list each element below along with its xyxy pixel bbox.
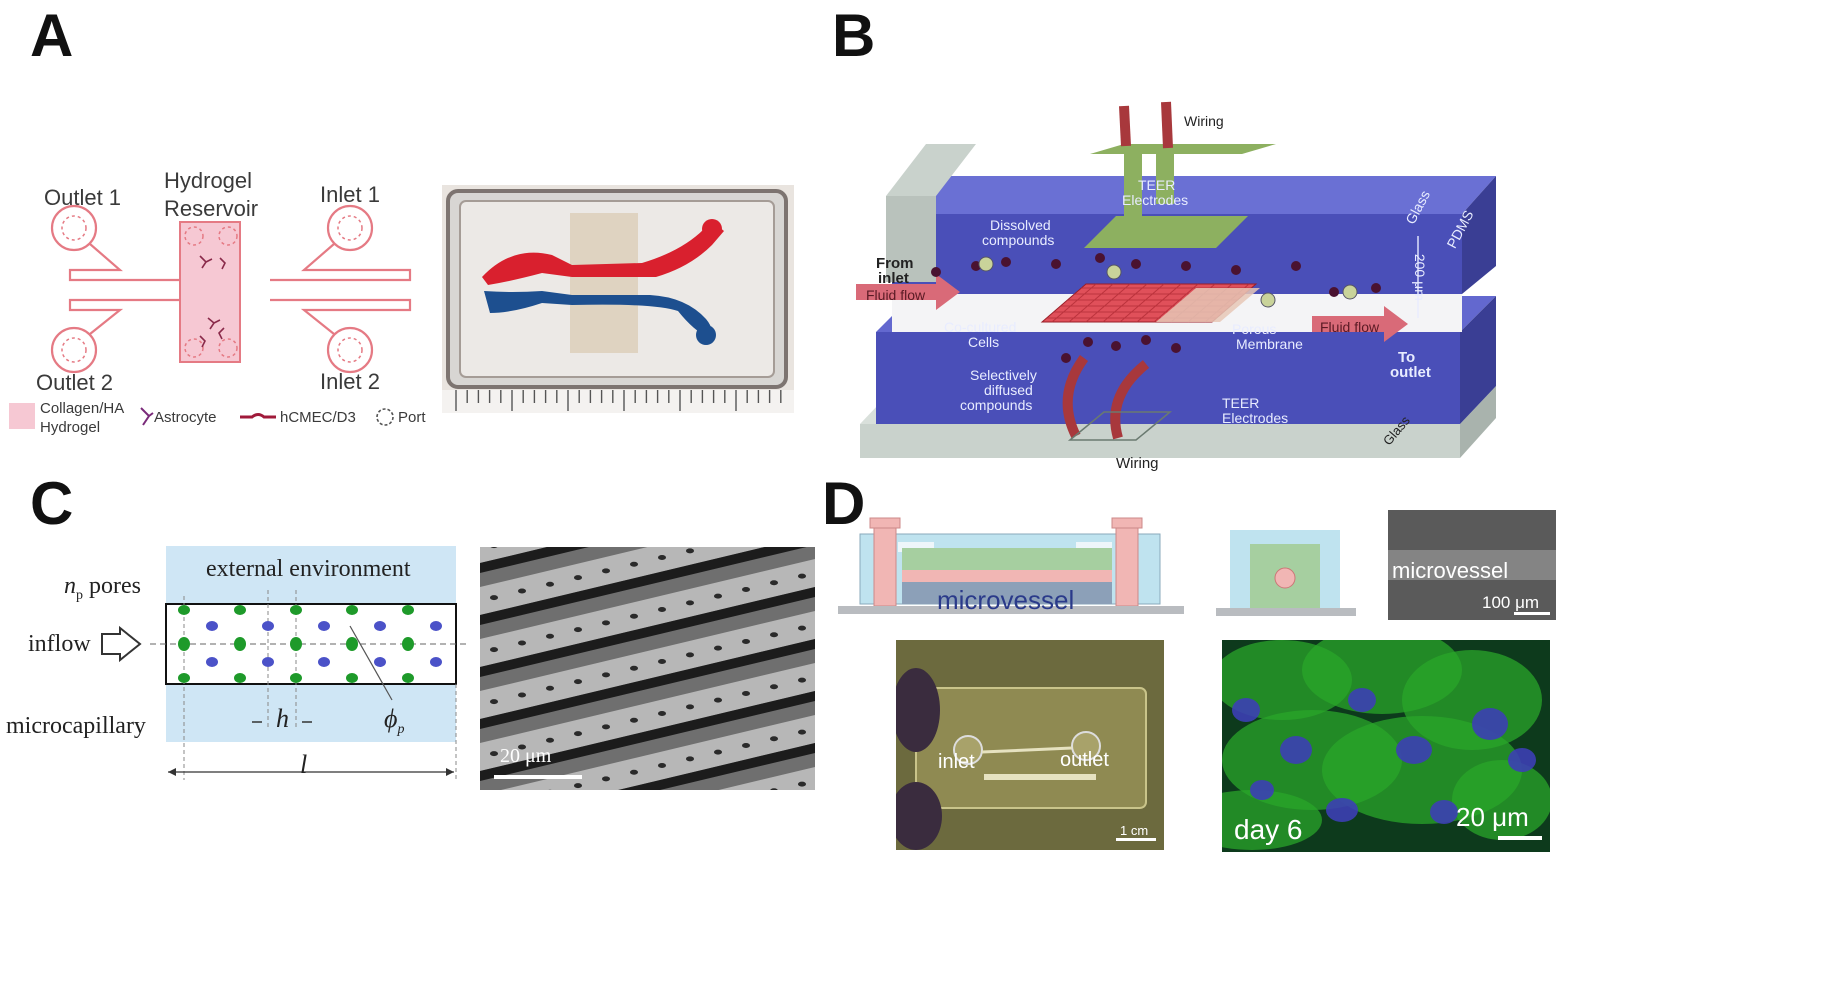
microvessel-cross-section (1216, 530, 1356, 616)
porous-label-line1: Porous (1232, 321, 1277, 337)
teer-bbb-chip-3d (856, 101, 1496, 458)
dissolved-label-line1: Dissolved (990, 217, 1051, 233)
panel-label-c: C (30, 470, 74, 537)
bbb-chip-schematic (50, 204, 412, 374)
legend-collagen-line1: Collagen/HA (40, 400, 125, 417)
selective-label-line1: Selectively (970, 367, 1037, 383)
h-label: h (276, 704, 289, 733)
legend-hcmec: hCMEC/D3 (280, 409, 356, 426)
cocultured-label-line2: Cells (968, 334, 1000, 350)
from-inlet-label-line2: inlet (878, 270, 909, 287)
chip-device-photo (896, 640, 1164, 850)
wiring-bottom-label: Wiring (1116, 455, 1159, 472)
cocultured-label-line1: Co-cultured (944, 319, 1017, 335)
fluid-flow-out-arrow (1312, 306, 1408, 342)
legend-collagen-line2: Hydrogel (40, 419, 101, 436)
microvessel-side-schematic (838, 517, 1184, 614)
to-outlet-label-line1: To (1398, 349, 1416, 366)
dissolved-label-line2: compounds (982, 232, 1055, 248)
inlet2-label: Inlet 2 (320, 369, 380, 394)
microvessel-schematic-label: microvessel (937, 585, 1075, 615)
l-label: l (300, 750, 308, 779)
dashed-circle-icon (376, 408, 394, 426)
astrocyte-icon (140, 407, 154, 426)
microvessel-micrograph (1388, 510, 1556, 620)
legend-astrocyte: Astrocyte (154, 409, 217, 426)
day-label: day 6 (1234, 814, 1303, 845)
selective-label-line3: compounds (960, 397, 1033, 413)
outlet-label: outlet (1060, 749, 1109, 771)
scale-20-label: 20 μm (1456, 802, 1529, 832)
outlet1-label: Outlet 1 (44, 185, 122, 210)
from-inlet-label-line1: From (876, 255, 914, 272)
teer-bottom-label-line2: Electrodes (1222, 410, 1289, 426)
microvessel-sem-label: microvessel (1392, 558, 1509, 583)
inflow-label: inflow (28, 631, 91, 657)
pores-n-label: np pores (64, 573, 141, 603)
external-environment-label: external environment (206, 556, 411, 582)
height-label: 200 μm (1411, 253, 1428, 301)
panel-label-a: A (30, 2, 74, 69)
reservoir-label-line1: Hydrogel (164, 168, 253, 193)
wiring-top-label: Wiring (1184, 113, 1224, 129)
legend-port: Port (398, 409, 426, 426)
fluid-flow-out-label: Fluid flow (1320, 319, 1380, 335)
porous-label-line2: Membrane (1236, 336, 1303, 352)
outlet2-label: Outlet 2 (36, 370, 114, 395)
panel-label-d: D (822, 470, 866, 537)
reservoir-label-line2: Reservoir (164, 196, 259, 221)
chip-photo (442, 185, 794, 413)
phi-label: ϕp (384, 704, 405, 738)
teer-bottom-label-line1: TEER (1222, 395, 1260, 411)
teer-top-label-line1: TEER (1138, 177, 1176, 193)
microcapillary-schematic (101, 546, 470, 780)
microcapillary-label: microcapillary (6, 713, 146, 739)
scale-100-label: 100 μm (1482, 593, 1540, 612)
panel-label-b: B (832, 2, 876, 69)
sem-scale-label: 20 μm (500, 745, 552, 767)
sem-microcapillary (480, 547, 815, 790)
fluid-flow-in-label: Fluid flow (866, 287, 926, 303)
to-outlet-label-line2: outlet (1390, 364, 1431, 381)
endothelial-cell-icon (240, 413, 276, 419)
scale-1cm-label: 1 cm (1120, 823, 1149, 838)
teer-top-label-line2: Electrodes (1122, 192, 1189, 208)
pink-square-icon (9, 403, 35, 429)
fluorescence-image (1222, 640, 1550, 852)
inlet1-label: Inlet 1 (320, 182, 380, 207)
inlet-label: inlet (938, 751, 975, 773)
fluid-flow-in-arrow (856, 274, 960, 310)
selective-label-line2: diffused (984, 382, 1033, 398)
